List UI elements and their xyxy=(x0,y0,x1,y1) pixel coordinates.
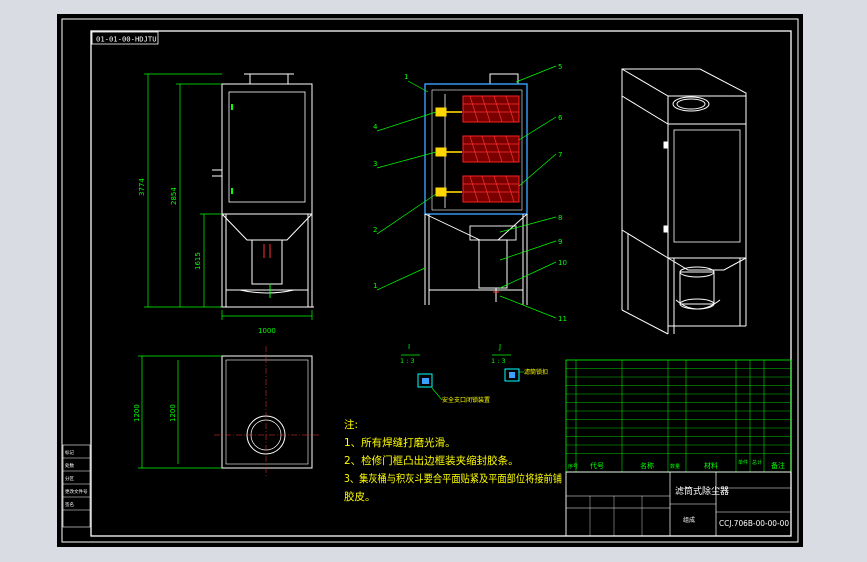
dim-overall-height: 3774 xyxy=(138,178,146,196)
section-label-8: 8 xyxy=(558,214,562,222)
section-label-11: 11 xyxy=(558,315,567,323)
section-label-4: 4 xyxy=(373,123,378,131)
dim-lower-height: 1615 xyxy=(194,252,202,270)
title-block: 滤筒式除尘器 组成 CCJ.706B-00-00-00 xyxy=(565,471,792,537)
bom-header-name: 名称 xyxy=(640,461,654,470)
detail-j-caption: 滤筒锁扣 xyxy=(524,368,548,376)
dim-depth-outer: 1200 xyxy=(133,404,141,422)
notes-heading: 注: xyxy=(344,418,358,431)
detail-i-scale: 1 : 3 xyxy=(400,357,415,365)
top-view-dimensions xyxy=(138,355,222,469)
revision-label-2: 分区 xyxy=(65,475,74,482)
drawing-number: CCJ.706B-00-00-00 xyxy=(719,519,789,528)
bom-header-qty: 数量 xyxy=(670,463,680,470)
notes-line-4: 胶皮。 xyxy=(344,490,376,503)
detail-i-caption: 安全支口闭锁装置 xyxy=(442,396,490,404)
product-name: 滤筒式除尘器 xyxy=(675,485,729,497)
dim-depth-inner: 1200 xyxy=(169,404,177,422)
detail-i-sketch: 安全支口闭锁装置 xyxy=(417,373,490,404)
section-leader-lines xyxy=(376,65,557,319)
section-view xyxy=(424,73,528,305)
pulse-valve-group xyxy=(435,107,462,197)
drawing-sheet xyxy=(57,14,803,547)
revision-label-3: 更改文件号 xyxy=(65,488,88,495)
bom-header-material: 材料 xyxy=(704,461,718,470)
bom-header-no: 序号 xyxy=(568,463,578,470)
detail-marker-i: I 1 : 3 xyxy=(400,343,420,365)
bom-header-unit: 单件 xyxy=(738,459,748,466)
assembly-label: 组成 xyxy=(683,516,695,524)
notes-line-3: 3、集灰桶与积灰斗要合平面贴紧及平面部位将接前铺 xyxy=(344,472,562,485)
revision-label-0: 标记 xyxy=(65,449,74,456)
detail-j-scale: 1 : 3 xyxy=(491,357,506,365)
revision-label-4: 签名 xyxy=(65,501,74,508)
front-view-dimensions xyxy=(144,73,313,320)
bom-table: 序号 代号 名称 数量 材料 单件 总计 备注 xyxy=(565,359,792,473)
front-view xyxy=(212,73,314,308)
detail-j-id: J xyxy=(498,343,501,351)
detail-j-sketch: 滤筒锁扣 xyxy=(504,368,548,382)
detail-i-id: I xyxy=(408,343,410,351)
drawing-code-box: 01-01-00-HDJTU xyxy=(91,31,159,45)
section-label-5: 5 xyxy=(558,63,562,71)
revision-label-1: 处数 xyxy=(65,462,74,469)
isometric-view xyxy=(621,68,747,335)
section-label-2: 2 xyxy=(373,226,377,234)
bom-header-code: 代号 xyxy=(590,461,604,470)
filter-cartridge-group xyxy=(462,95,520,203)
notes-line-1: 1、所有焊缝打磨光滑。 xyxy=(344,436,456,449)
section-label-10: 10 xyxy=(558,259,567,267)
section-label-7: 7 xyxy=(558,151,562,159)
section-label-1b: 1 xyxy=(373,282,377,290)
section-label-1: 1 xyxy=(404,73,408,81)
notes-line-2: 2、检修门框凸出边框装夹缩封胶条。 xyxy=(344,454,519,467)
sheet-inner-border xyxy=(90,30,792,537)
bom-header-remark: 备注 xyxy=(771,461,785,470)
section-label-3: 3 xyxy=(373,160,377,168)
detail-marker-j: J 1 : 3 xyxy=(491,343,511,365)
notes-block: 注: 1、所有焊缝打磨光滑。 2、检修门框凸出边框装夹缩封胶条。 3、集灰桶与积… xyxy=(344,418,562,503)
sheet-outer-border xyxy=(61,18,799,543)
section-label-9: 9 xyxy=(558,238,562,246)
top-view xyxy=(214,346,320,478)
revision-panel: 标记 处数 分区 更改文件号 签名 xyxy=(62,444,91,528)
drawing-code-text: 01-01-00-HDJTU xyxy=(96,35,157,44)
dim-body-height: 2854 xyxy=(170,187,178,205)
bom-header-total: 总计 xyxy=(752,459,762,466)
dim-width: 1000 xyxy=(258,327,276,335)
section-label-6: 6 xyxy=(558,114,563,122)
